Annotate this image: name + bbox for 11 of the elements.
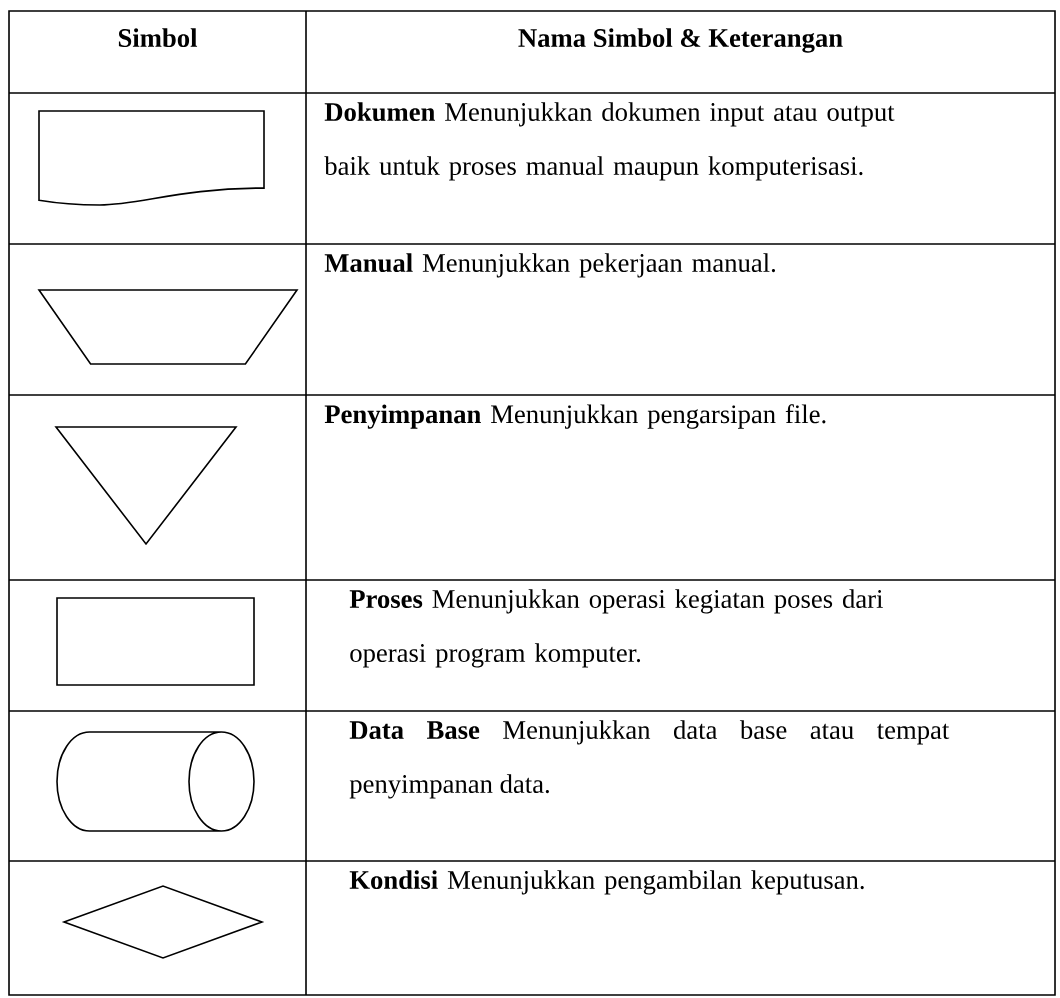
column-header: Simbol (118, 28, 198, 47)
symbol-description: Manual Menunjukkan pekerjaan manual. (324, 253, 776, 278)
symbol-description: Kondisi Menunjukkan pengambilan keputusan. (349, 870, 864, 895)
symbol-description: Proses Menunjukkan operasi kegiatan poses dari operasi program komputer. (349, 589, 883, 668)
symbol-description: Data Base Menunjukkan data base atau tempat penyimpanan data. (349, 720, 950, 799)
column-header: Nama Simbol & Keterangan (518, 28, 843, 53)
process-symbol (56, 597, 255, 686)
database-symbol (56, 731, 255, 832)
document-symbol (38, 110, 265, 206)
symbol-description: Dokumen Menunjukkan dokumen input atau output baik untuk proses manual maupun komputerisasi. (324, 102, 895, 181)
symbol-description: Penyimpanan Menunjukkan pengarsipan file. (324, 404, 826, 429)
